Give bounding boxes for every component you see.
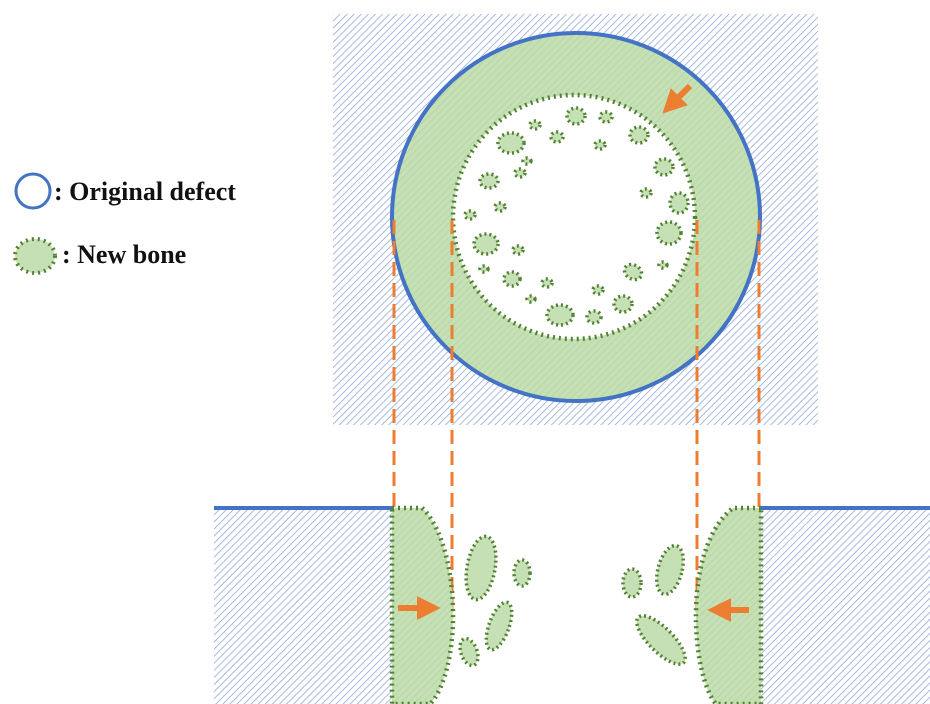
legend-original-defect-label: : Original defect: [54, 177, 236, 206]
new-bone-islands-bottom: [457, 534, 692, 671]
new-bone-island: [670, 193, 688, 213]
new-bone-island: [495, 203, 505, 211]
new-bone-island: [504, 272, 520, 286]
new-bone-island: [515, 169, 525, 177]
new-bone-island: [547, 305, 573, 325]
new-bone-island: [474, 234, 498, 254]
new-bone-island: [480, 266, 488, 272]
new-bone-island: [457, 636, 482, 668]
legend: : Original defect : New bone: [15, 174, 236, 273]
new-bone-island: [659, 262, 667, 268]
new-bone-island: [641, 189, 651, 197]
new-bone-island: [593, 286, 603, 294]
new-bone-island: [567, 108, 585, 124]
new-bone-front-right: [696, 508, 761, 704]
dotted-green-ellipse-icon: [15, 239, 55, 273]
new-bone-island: [614, 296, 632, 312]
new-bone-island: [630, 127, 648, 143]
new-bone-island: [595, 141, 605, 149]
cross-section-view: [214, 508, 930, 704]
new-bone-island: [523, 158, 531, 164]
new-bone-island: [462, 534, 501, 602]
new-bone-island: [530, 121, 540, 129]
new-bone-island: [623, 569, 641, 597]
new-bone-island: [514, 560, 530, 586]
new-bone-island: [655, 159, 673, 175]
new-bone-island: [542, 279, 552, 287]
new-bone-island: [630, 609, 692, 671]
new-bone-island: [587, 311, 601, 323]
hollow-circle-icon: [16, 174, 50, 208]
legend-new-bone-label: : New bone: [62, 240, 186, 269]
new-bone-island: [657, 222, 681, 244]
top-view: [333, 14, 818, 425]
new-bone-island: [498, 133, 524, 153]
host-bone-right: [761, 508, 930, 704]
new-bone-island: [480, 174, 498, 188]
new-bone-island: [652, 543, 688, 598]
new-bone-island: [513, 246, 523, 254]
new-bone-island: [465, 211, 475, 219]
host-bone-left: [214, 508, 392, 704]
new-bone-island: [551, 132, 563, 142]
new-bone-island: [527, 296, 535, 302]
new-bone-island: [600, 112, 612, 122]
residual-defect-area: [453, 95, 695, 339]
new-bone-island: [481, 599, 517, 653]
